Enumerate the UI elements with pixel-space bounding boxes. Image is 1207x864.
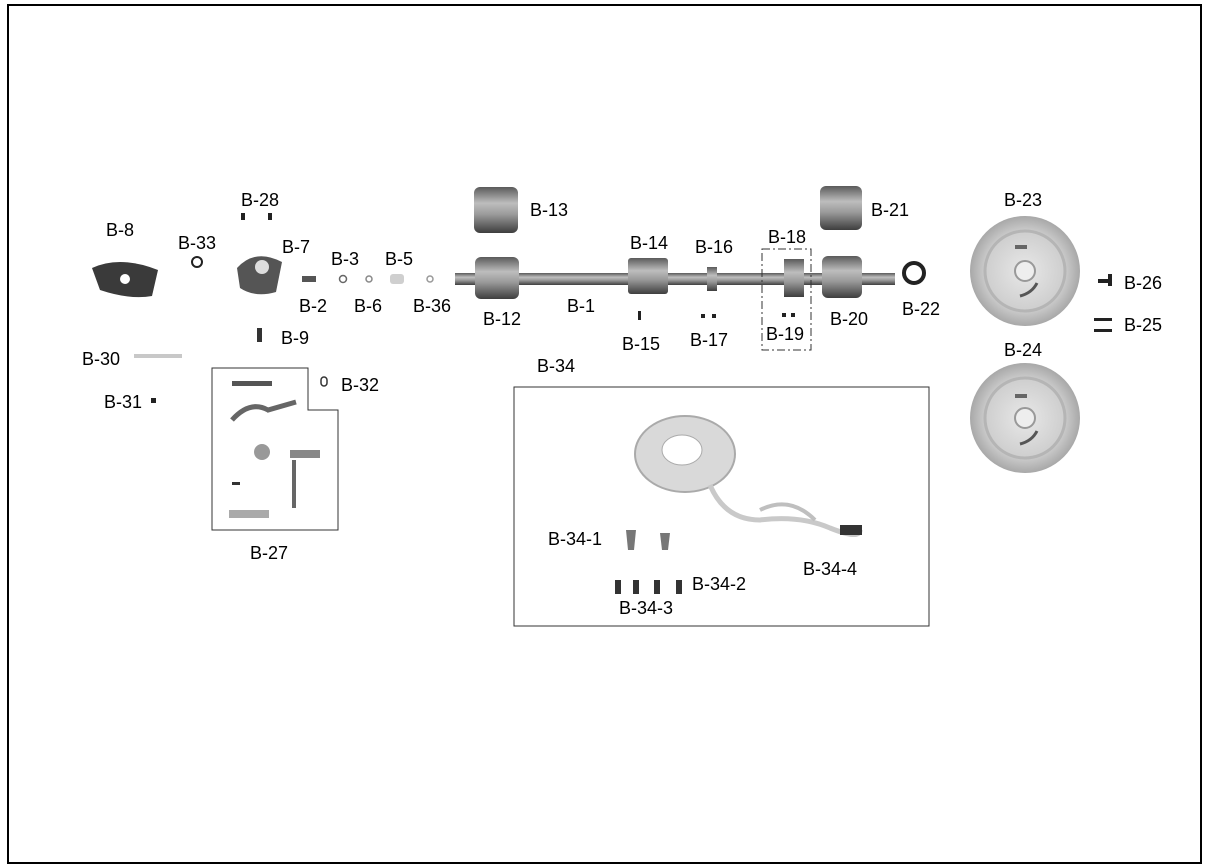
label-b36: B-36 <box>413 296 452 316</box>
part-b22-ring <box>902 261 926 285</box>
label-b16: B-16 <box>695 237 734 257</box>
label-b14: B-14 <box>630 233 669 253</box>
part-b23-pulley <box>970 216 1080 326</box>
label-b12: B-12 <box>483 309 522 329</box>
part-b21-bearing <box>820 186 862 230</box>
part-b8-cam-plate <box>92 261 158 298</box>
label-b30: B-30 <box>82 349 121 369</box>
part-b3-washer <box>338 274 348 284</box>
part-b18-b19-group-box <box>761 248 812 351</box>
part-b16-ring <box>707 267 717 291</box>
part-b13-bearing <box>474 187 518 233</box>
label-b5: B-5 <box>385 249 414 269</box>
part-b27-kit-parts <box>229 381 320 518</box>
label-b34-4: B-34-4 <box>803 559 858 579</box>
label-b28: B-28 <box>241 190 280 210</box>
label-b24: B-24 <box>1004 340 1043 360</box>
part-b26-key <box>1098 274 1112 286</box>
part-b34-2-screws <box>615 580 682 594</box>
label-b13: B-13 <box>530 200 569 220</box>
part-b28-pin <box>268 213 272 220</box>
part-b27-kit-box <box>211 367 339 531</box>
part-b25-pins <box>1094 318 1112 332</box>
part-b32-ring <box>320 376 328 387</box>
part-b30-rod <box>134 354 182 358</box>
label-b22: B-22 <box>902 299 941 319</box>
part-b20-bearing <box>822 256 862 298</box>
label-b34-3: B-34-3 <box>619 598 674 618</box>
part-b34-1-brackets <box>626 530 670 550</box>
label-b6: B-6 <box>354 296 383 316</box>
label-b27: B-27 <box>250 543 289 563</box>
label-b23: B-23 <box>1004 190 1043 210</box>
label-b9: B-9 <box>281 328 310 348</box>
label-b34-2: B-34-2 <box>692 574 747 594</box>
label-b15: B-15 <box>622 334 661 354</box>
part-b2-screw <box>302 276 316 282</box>
part-b31-nut <box>151 398 156 403</box>
label-b34-1: B-34-1 <box>548 529 603 549</box>
part-b19-pin <box>791 313 795 317</box>
label-b2: B-2 <box>299 296 328 316</box>
part-b17-pin <box>701 314 705 318</box>
part-b12-bearing <box>475 257 519 299</box>
part-b24-pulley <box>970 363 1080 473</box>
label-b33: B-33 <box>178 233 217 253</box>
part-b7-cam <box>237 256 282 295</box>
part-b19-pin <box>782 313 786 317</box>
part-b14-collar <box>628 258 668 294</box>
part-b17-pin <box>712 314 716 318</box>
label-b7: B-7 <box>282 237 311 257</box>
part-b28-pin <box>241 213 245 220</box>
label-b34: B-34 <box>537 356 576 376</box>
part-b9-screw <box>257 328 262 342</box>
part-b6-washer <box>365 275 373 283</box>
label-b25: B-25 <box>1124 315 1163 335</box>
label-b3: B-3 <box>331 249 360 269</box>
label-b21: B-21 <box>871 200 910 220</box>
label-b8: B-8 <box>106 220 135 240</box>
part-b34-kit-box <box>513 386 930 627</box>
part-b18-gear <box>784 259 804 297</box>
label-b32: B-32 <box>341 375 380 395</box>
part-b5-sleeve <box>390 274 404 284</box>
part-b36-washer <box>426 275 434 283</box>
part-b33-ring <box>191 256 203 268</box>
label-b19: B-19 <box>766 324 805 344</box>
label-b18: B-18 <box>768 227 807 247</box>
label-b26: B-26 <box>1124 273 1163 293</box>
label-b17: B-17 <box>690 330 729 350</box>
part-b15-pin <box>638 311 641 320</box>
part-b34-sensor <box>634 415 863 537</box>
label-b20: B-20 <box>830 309 869 329</box>
label-b1: B-1 <box>567 296 596 316</box>
label-b31: B-31 <box>104 392 143 412</box>
